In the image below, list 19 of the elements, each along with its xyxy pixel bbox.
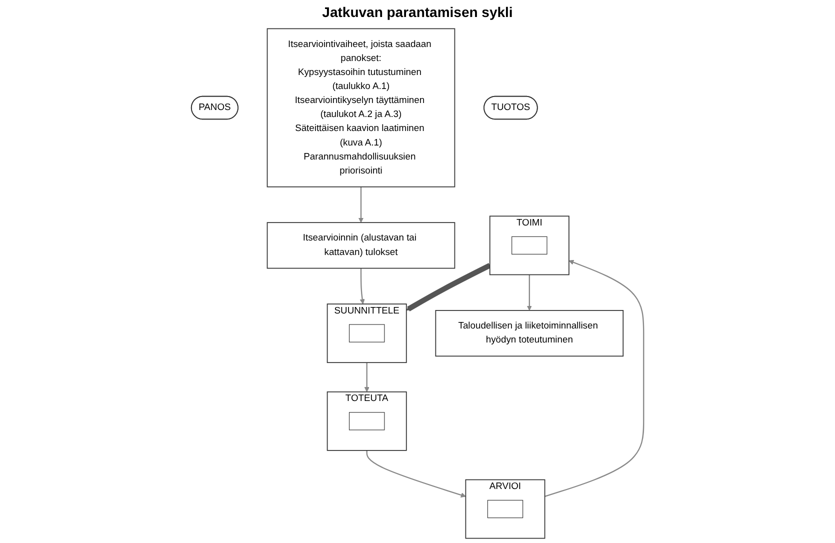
- node-box: [348, 324, 385, 342]
- node-box: Itsearvioinnin (alustavan tai kattavan) tulokset: [266, 222, 456, 269]
- arrow: [360, 268, 365, 304]
- node-box: [512, 236, 548, 254]
- arrow: [406, 263, 492, 312]
- arrow: [526, 274, 532, 311]
- cluster: ARVIOI: [465, 479, 546, 539]
- arrow: [358, 186, 364, 223]
- cluster: TOIMI: [489, 216, 570, 276]
- arrow: [364, 362, 370, 392]
- arrow: [366, 450, 466, 498]
- cluster: SUUNNITTELE: [326, 304, 407, 364]
- cluster: TOTEUTA: [326, 391, 407, 451]
- node-box: [348, 412, 385, 430]
- node-box: Taloudellisen ja liiketoiminnallisen hyödyn toteutuminen: [435, 310, 624, 357]
- cycle-label: Jatkuvan parantamisen sykli: [322, 4, 513, 20]
- arrow: [544, 260, 644, 498]
- node-box: [487, 500, 524, 518]
- node-box: Itsearviointivaiheet, joista saadaan panokset: Kypsyystasoihin tutustuminen (taulukko A.1) Itsearviointikyselyn täyttäminen (taulukot A.2 ja A.3) Säteittäisen kaavion laatiminen (kuva A.1) Parannusmahdollisuuksien priorisointi: [266, 28, 456, 188]
